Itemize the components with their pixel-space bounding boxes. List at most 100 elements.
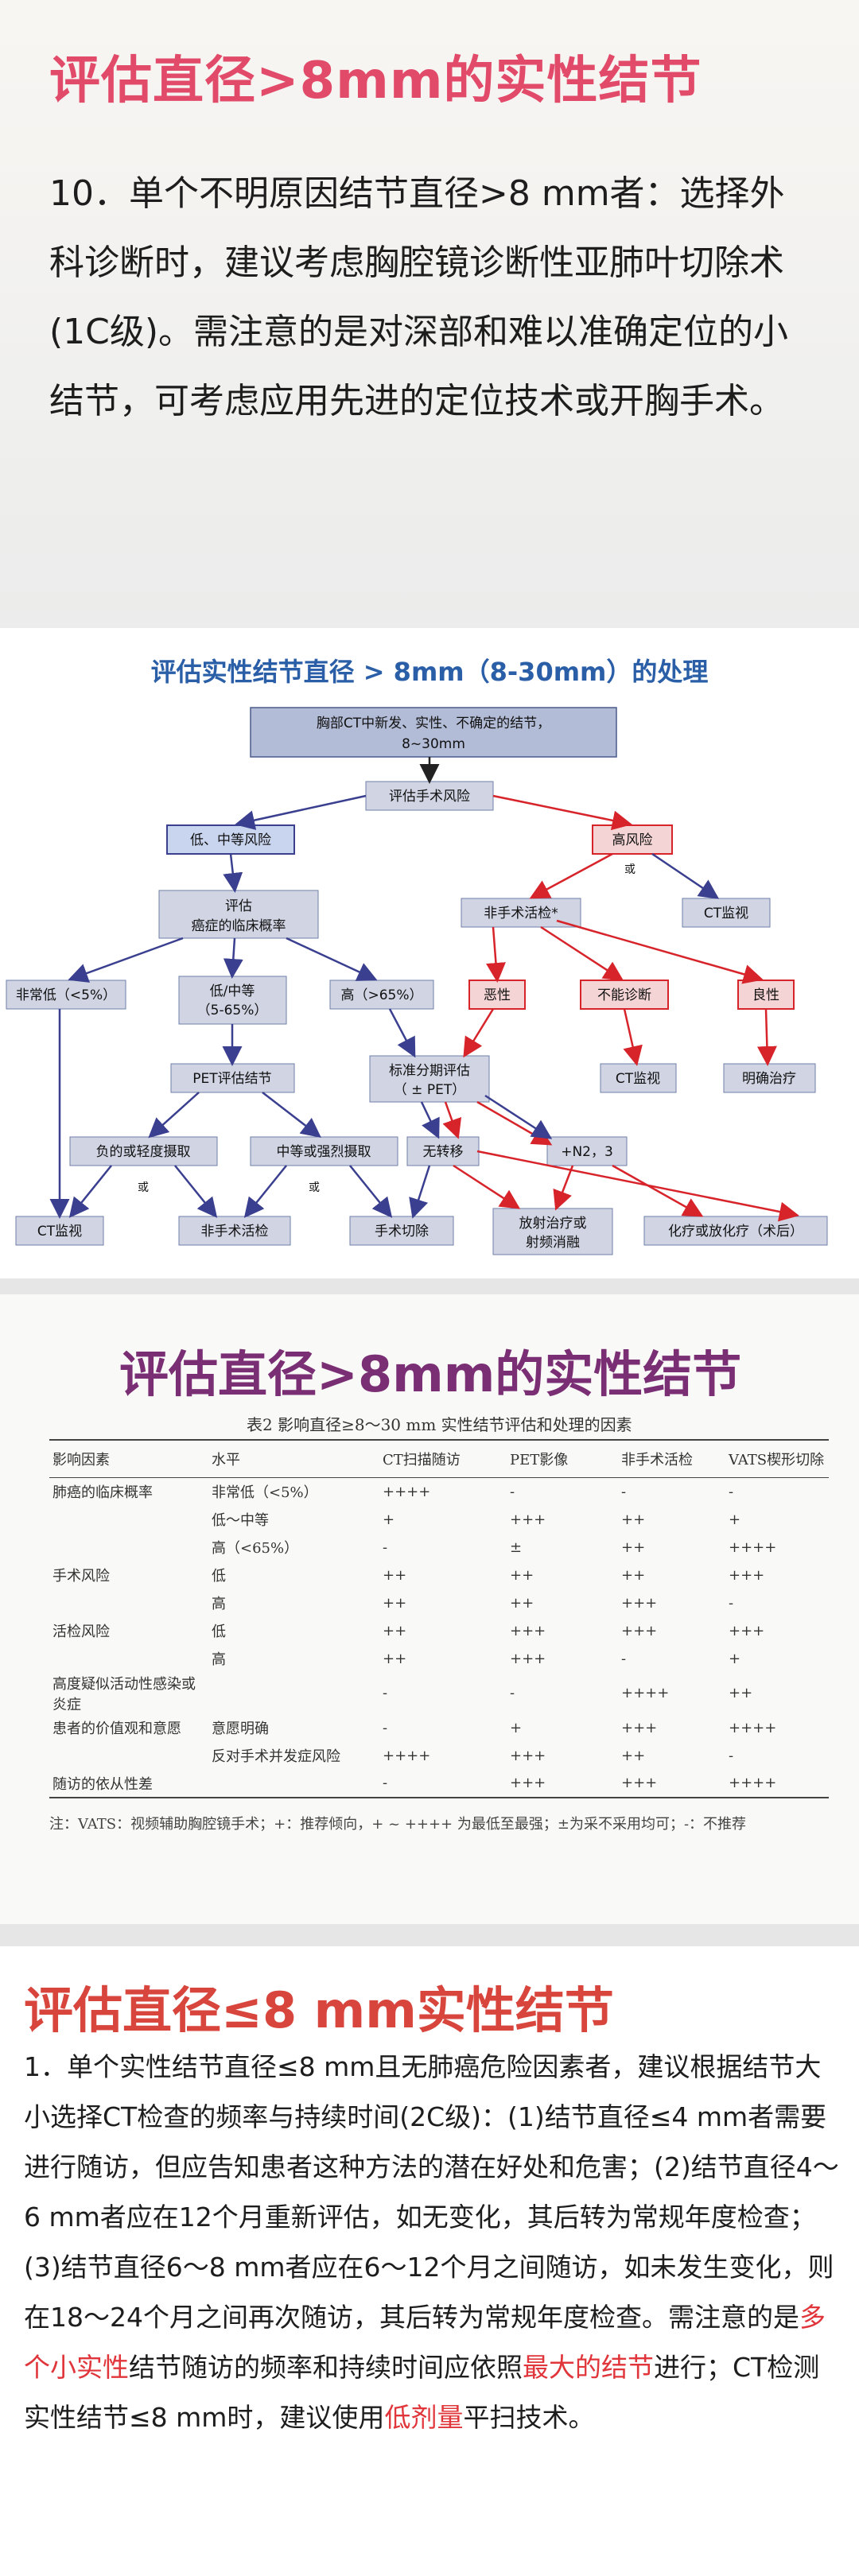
table-row: 反对手术并发症风险+++++++++- bbox=[49, 1742, 829, 1770]
table-cell: 反对手术并发症风险 bbox=[212, 1748, 340, 1765]
arrow bbox=[484, 1094, 553, 1139]
section-title: 评估直径≤8 mm实性结节 bbox=[24, 1981, 614, 2039]
arrow bbox=[409, 1165, 431, 1219]
table-cell: +++ bbox=[618, 1769, 725, 1798]
table-cell: ++++ bbox=[383, 1747, 431, 1764]
flowchart-panel: 评估实性结节直径 > 8mm（8-30mm）的处理 胸部CT中新发、实性、不确定… bbox=[0, 642, 859, 1278]
arrow bbox=[235, 794, 367, 830]
table-cell: 高 bbox=[212, 1651, 226, 1668]
n2-n3-label: +N2，3 bbox=[561, 1144, 613, 1160]
table-cell: ± bbox=[510, 1538, 523, 1556]
body-text: 结节随访的频率和持续时间应依照 bbox=[129, 2352, 523, 2383]
table-cell: 手术风险 bbox=[52, 1568, 110, 1585]
arrow bbox=[492, 794, 632, 831]
table-row: 随访的依从性差-++++++++++ bbox=[49, 1769, 829, 1798]
arrow bbox=[388, 1008, 416, 1058]
arrow bbox=[68, 937, 184, 983]
arrow bbox=[476, 1150, 799, 1222]
table-cell: ++++ bbox=[725, 1769, 829, 1798]
arrow bbox=[286, 937, 378, 981]
section-title: 评估直径>8mm的实性结节 bbox=[119, 1345, 742, 1403]
table-cell: - bbox=[510, 1685, 515, 1701]
table-cell: +++ bbox=[621, 1622, 658, 1639]
nonsurgical-biopsy-bottom-label: 非手术活检 bbox=[201, 1224, 269, 1240]
high-risk-node bbox=[592, 824, 673, 855]
definitive-treatment-label: 明确治疗 bbox=[742, 1071, 796, 1087]
body-text: 进行；CT检测实性结节≤8 mm时，建议使用 bbox=[24, 2352, 820, 2433]
low-mid-probability-label2: （5-65%） bbox=[197, 1003, 268, 1018]
nondiagnostic-node bbox=[580, 980, 669, 1010]
table-cell bbox=[49, 1589, 208, 1617]
arrow bbox=[556, 919, 764, 984]
high-probability-node bbox=[329, 980, 434, 1010]
table-cell: ++ bbox=[383, 1622, 407, 1639]
table-row: 高+++++-+ bbox=[49, 1645, 829, 1673]
column-header: VATS楔形切除 bbox=[725, 1439, 829, 1478]
table-cell: ++ bbox=[510, 1594, 534, 1612]
arrow bbox=[68, 1165, 112, 1218]
table-cell: 高度疑似活动性感染或炎症 bbox=[52, 1675, 196, 1713]
table-cell: ++++ bbox=[621, 1685, 670, 1701]
table-cell: - bbox=[729, 1747, 734, 1764]
high-risk-label: 高风险 bbox=[612, 832, 653, 848]
or-label: 或 bbox=[138, 1181, 149, 1194]
divider bbox=[0, 628, 859, 642]
ct-monitor-bottom-label: CT监视 bbox=[37, 1224, 82, 1240]
chemo-label: 化疗或放化疗（术后） bbox=[668, 1224, 803, 1240]
table-cell: + bbox=[729, 1511, 741, 1528]
table-cell: ++++ bbox=[729, 1719, 777, 1736]
table-caption: 表2 影响直径≥8～30 mm 实性结节评估和处理的因素 bbox=[247, 1415, 632, 1434]
table-cell: 意愿明确 bbox=[212, 1721, 269, 1737]
radiotherapy-label2: 射频消融 bbox=[526, 1235, 580, 1251]
table-cell: - bbox=[729, 1594, 734, 1612]
table-cell: + bbox=[729, 1650, 741, 1667]
table-cell: +++ bbox=[510, 1511, 546, 1528]
low-mid-risk-label: 低、中等风险 bbox=[190, 832, 271, 848]
table-cell: - bbox=[383, 1719, 388, 1736]
table-cell: ++++ bbox=[729, 1538, 777, 1556]
table-cell: ++ bbox=[383, 1594, 407, 1612]
table-cell: 高 bbox=[212, 1596, 226, 1612]
ct-monitor-top-label: CT监视 bbox=[704, 906, 748, 921]
highlight-text: 多个小实性 bbox=[24, 2302, 826, 2383]
surgical-risk-node bbox=[365, 781, 494, 811]
table-cell: +++ bbox=[729, 1566, 765, 1584]
column-header: CT扫描随访 bbox=[379, 1439, 507, 1478]
resection-label: 手术切除 bbox=[375, 1224, 429, 1240]
table-row: 手术风险低+++++++++ bbox=[49, 1562, 829, 1589]
radiotherapy-node bbox=[492, 1208, 613, 1255]
table-cell: - bbox=[621, 1483, 627, 1500]
table-cell: +++ bbox=[510, 1747, 546, 1764]
table-row: 高+++++++- bbox=[49, 1589, 829, 1617]
arrow bbox=[612, 1164, 704, 1217]
arrow bbox=[529, 852, 613, 899]
column-header: PET影像 bbox=[507, 1439, 618, 1478]
table-footnote: 注：VATS：视频辅助胸腔镜手术；+：推荐倾向，+ ~ ++++ 为最低至最强；… bbox=[49, 1816, 747, 1833]
nondiagnostic-label: 不能诊断 bbox=[597, 987, 651, 1003]
table-cell: - bbox=[510, 1483, 515, 1500]
table-cell: ++ bbox=[621, 1538, 646, 1556]
staging-label2: （ ± PET） bbox=[394, 1082, 465, 1098]
very-low-probability-node bbox=[6, 980, 126, 1010]
arrow bbox=[553, 1165, 574, 1211]
arrow bbox=[540, 925, 624, 981]
body-text: 1．单个实性结节直径≤8 mm且无肺癌危险因素者，建议根据结节大小选择CT检查的… bbox=[24, 2051, 839, 2333]
arrow bbox=[442, 1101, 462, 1139]
start-node bbox=[250, 707, 617, 758]
table-cell: - bbox=[383, 1538, 388, 1556]
body-text: 平扫技术。 bbox=[463, 2402, 595, 2433]
table-cell: 低～中等 bbox=[212, 1512, 269, 1529]
column-header: 影响因素 bbox=[49, 1439, 208, 1478]
table-cell: 活检风险 bbox=[52, 1624, 110, 1640]
table-row: 高（<65%）-±++++++ bbox=[49, 1534, 829, 1562]
low-mid-probability-label1: 低/中等 bbox=[210, 983, 255, 999]
table-cell: +++ bbox=[507, 1769, 618, 1798]
arrow bbox=[476, 1100, 553, 1146]
ct-monitor-top-node bbox=[682, 898, 771, 928]
clinical-probability-label2: 癌症的临床概率 bbox=[192, 918, 286, 934]
negative-uptake-node bbox=[69, 1136, 218, 1166]
table-cell: 随访的依从性差 bbox=[49, 1769, 208, 1798]
or-label: 或 bbox=[309, 1181, 320, 1194]
nonsurgical-biopsy-label: 非手术活检* bbox=[484, 906, 558, 921]
ct-monitor-mid-node bbox=[600, 1063, 677, 1093]
